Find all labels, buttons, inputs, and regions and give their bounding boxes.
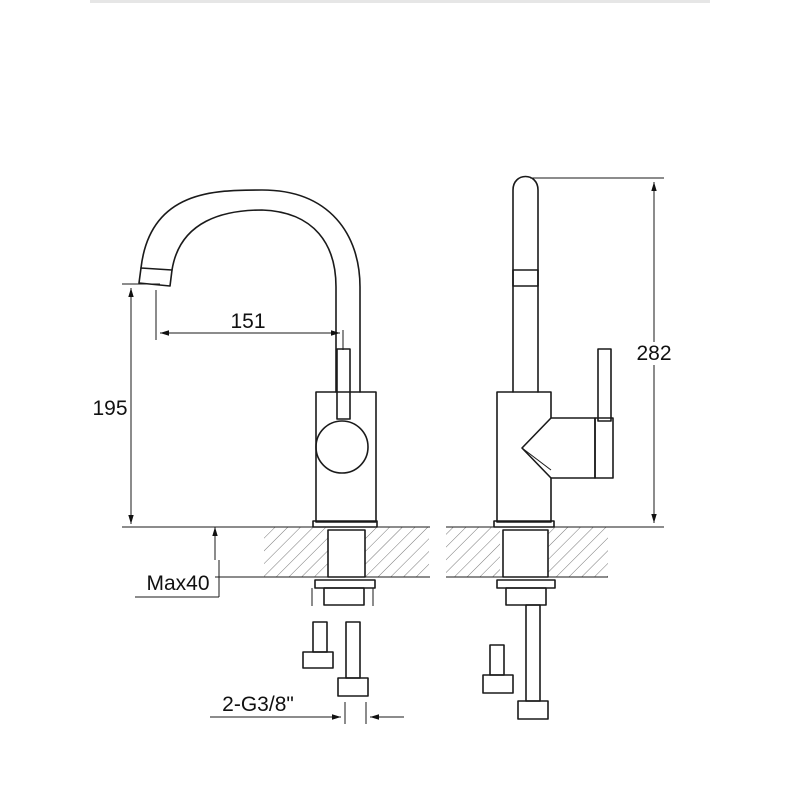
hose-1-front: [312, 621, 328, 653]
hose-2-fitting: [337, 677, 369, 697]
mounting-plate-front: [314, 579, 376, 589]
spout-outer: [140, 189, 361, 393]
deck-thickness-label: Max40: [146, 572, 209, 595]
hose-2-front: [345, 621, 361, 679]
dimension-total-height: 282: [530, 177, 674, 528]
hose-2-side-fitting: [517, 700, 549, 720]
deck-hatch-side-right: [548, 527, 608, 577]
spout-height-label: 195: [92, 397, 127, 420]
threaded-shank-front: [327, 529, 366, 578]
cartridge-side: [550, 417, 596, 479]
top-edge-line: [90, 0, 710, 3]
spout-inner: [171, 209, 337, 393]
hose-1-fitting: [302, 651, 334, 669]
spout-column-side: [512, 175, 539, 393]
connection-label: 2-G3/8": [222, 693, 294, 716]
total-height-label: 282: [636, 342, 671, 365]
front-view: [138, 189, 430, 697]
deck-hatch-left: [264, 527, 328, 577]
deck-hatch-right: [365, 527, 429, 577]
reach-label: 151: [230, 310, 265, 333]
threaded-shank-side: [502, 529, 549, 578]
dimension-deck: Max40: [135, 527, 264, 598]
mounting-plate-side: [496, 579, 556, 589]
spout-height-label-bg: [90, 397, 130, 420]
total-height-label-bg: [634, 342, 674, 365]
spout-band-side: [512, 269, 539, 287]
deck-hatch-side-left: [446, 527, 500, 577]
body-side: [496, 391, 552, 523]
hose-1-side: [489, 644, 505, 676]
dimension-reach: 151: [155, 290, 344, 350]
cartridge-cap-side: [594, 417, 614, 479]
dimension-spout-height: 195: [90, 283, 312, 528]
spout-tip: [138, 267, 173, 287]
lever-front: [336, 348, 351, 420]
body-front: [315, 391, 377, 523]
hose-2-side: [525, 604, 541, 702]
mounting-nut-side: [505, 587, 547, 606]
hose-1-side-fitting: [482, 674, 514, 694]
dimension-connection: 2-G3/8": [210, 693, 404, 724]
mounting-nut-front: [323, 587, 365, 606]
side-view: [446, 175, 614, 720]
cartridge-circle: [315, 420, 369, 474]
lever-side: [597, 348, 612, 422]
